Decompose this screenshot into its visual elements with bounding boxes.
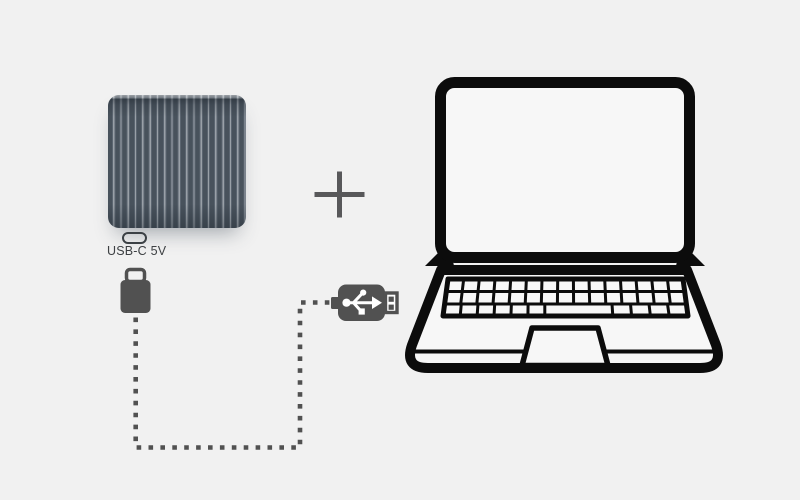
laptop-icon [405,77,723,373]
laptop-screen [435,77,695,263]
usb-a-plug-metal [383,291,399,315]
plus-icon [314,171,365,218]
dotted-cable-path [133,300,331,450]
ribbed-heatsink-device-icon [108,95,246,228]
usb-c-port-icon [122,232,147,244]
usb-c-plug-body [120,280,151,313]
laptop-trackpad [519,325,611,369]
usb-a-plug-contact-top [388,296,394,302]
usb-trident-symbol [342,289,382,315]
laptop-keyboard [440,276,691,319]
usb-c-port-label: USB-C 5V [107,244,167,258]
usb-c-plug-tip [124,267,147,284]
usb-a-plug-icon [331,284,399,321]
usb-c-plug-icon [120,267,151,313]
usb-a-plug-contact-bottom [388,304,394,310]
